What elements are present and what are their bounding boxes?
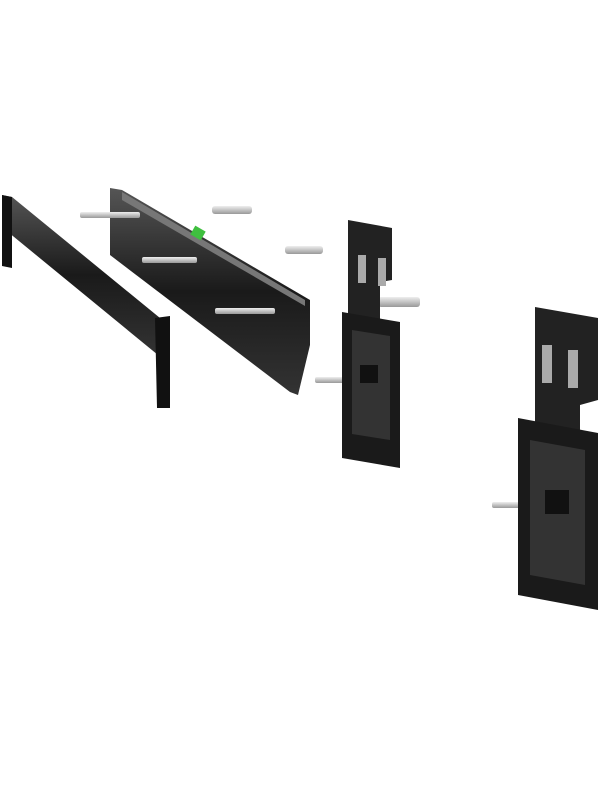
wall-rail [110,188,310,395]
spirit-level [190,225,206,241]
bracket-left [342,220,400,468]
front-bar [2,195,170,408]
bracket-right [518,307,598,610]
